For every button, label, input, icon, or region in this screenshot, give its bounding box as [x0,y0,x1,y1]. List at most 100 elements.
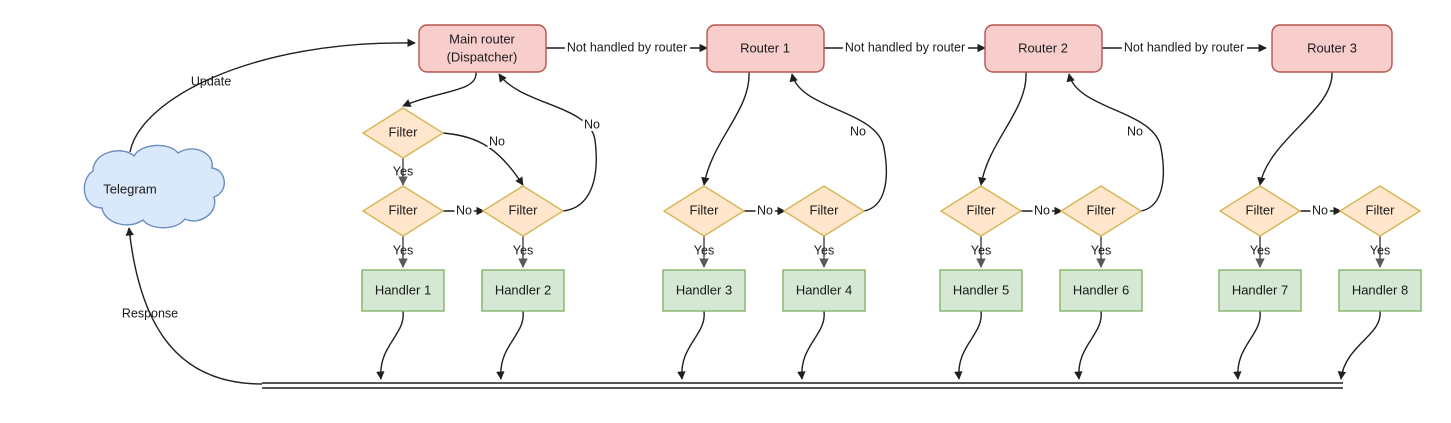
telegram-cloud-label: Telegram [103,181,156,196]
node-filter-3[interactable]: Filter [481,185,565,237]
edge-label-no-c: No [584,117,600,131]
main-router-box [418,24,547,73]
node-filter-7[interactable]: Filter [1059,185,1143,237]
filter-8-label: Filter [1246,202,1276,217]
edge-handler8-to-bus [1337,310,1381,380]
edge-label-yes-9: Yes [1370,243,1390,257]
edge-label-not-handled-3: Not handled by router [1124,40,1244,54]
edge-label-yes-7: Yes [1091,243,1111,257]
node-filter-8[interactable]: Filter [1218,185,1302,237]
edge-update [129,38,416,153]
edge-label-no-h: No [1312,203,1328,217]
edge-router3-to-filter8 [1257,71,1333,186]
node-router-1[interactable]: Router 1 [706,24,825,73]
node-filter-6[interactable]: Filter [939,185,1023,237]
edge-router2-to-filter6 [978,71,1027,186]
edge-label-no-f: No [1034,203,1050,217]
handler-8-label: Handler 8 [1352,282,1408,297]
router-2-box [984,24,1103,73]
edge-label-no-g: No [1127,124,1143,138]
edge-label-not-handled-1: Not handled by router [567,40,687,54]
router-1-box [706,24,825,73]
node-handler-6[interactable]: Handler 6 [1059,269,1143,312]
node-filter-5[interactable]: Filter [782,185,866,237]
main-router-label-line1: Main router [449,31,515,46]
edge-response [125,227,263,385]
filter-5-label: Filter [810,202,840,217]
cloud-shape [83,144,225,229]
node-router-2[interactable]: Router 2 [984,24,1103,73]
edge-label-response: Response [122,306,178,320]
handler-7-box [1218,269,1302,312]
handler-5-label: Handler 5 [953,282,1009,297]
edge-handler5-to-bus [954,310,982,380]
node-filter-9[interactable]: Filter [1338,185,1422,237]
filter-2-label: Filter [389,202,419,217]
filter-8-diamond [1218,185,1302,237]
node-handler-5[interactable]: Handler 5 [939,269,1023,312]
handler-2-box [481,269,565,312]
node-filter-2[interactable]: Filter [361,185,445,237]
edge-router1-to-filter4 [701,71,750,186]
edge-label-yes-8: Yes [1250,243,1270,257]
filter-9-diamond [1338,185,1422,237]
filter-5-diamond [782,185,866,237]
handler-6-box [1059,269,1143,312]
node-filter-4[interactable]: Filter [662,185,746,237]
filter-2-diamond [361,185,445,237]
node-handler-7[interactable]: Handler 7 [1218,269,1302,312]
edge-handler4-to-bus [797,310,825,380]
edge-mainrouter-to-filter1 [402,71,477,107]
handler-4-label: Handler 4 [796,282,852,297]
edge-handler1-to-bus [376,310,404,380]
node-handler-8[interactable]: Handler 8 [1338,269,1422,312]
handler-3-box [662,269,746,312]
edge-label-update: Update [191,74,231,88]
node-handler-4[interactable]: Handler 4 [782,269,866,312]
router-2-label: Router 2 [1018,40,1068,55]
filter-7-diamond [1059,185,1143,237]
edge-label-yes-4: Yes [694,243,714,257]
edge-label-no-b: No [456,203,472,217]
handler-2-label: Handler 2 [495,282,551,297]
node-main-router[interactable]: Main router (Dispatcher) [418,24,547,73]
edge-label-yes-3: Yes [513,243,533,257]
handler-7-label: Handler 7 [1232,282,1288,297]
handler-3-label: Handler 3 [676,282,732,297]
filter-6-label: Filter [967,202,997,217]
filter-1-label: Filter [389,124,419,139]
edge-label-not-handled-2: Not handled by router [845,40,965,54]
edge-handler7-to-bus [1233,310,1261,380]
edge-label-no-e: No [850,124,866,138]
edge-filter3-no-to-mainrouter [498,73,597,212]
filter-1-diamond [361,107,445,159]
node-filter-1[interactable]: Filter [361,107,445,159]
edge-filter1-no [442,132,524,186]
node-handler-2[interactable]: Handler 2 [481,269,565,312]
handler-5-box [939,269,1023,312]
edge-filter5-no-to-router1 [789,73,887,212]
filter-4-label: Filter [690,202,720,217]
handler-4-box [782,269,866,312]
node-handler-1[interactable]: Handler 1 [361,269,445,312]
filter-7-label: Filter [1087,202,1117,217]
handler-8-box [1338,269,1422,312]
node-handler-3[interactable]: Handler 3 [662,269,746,312]
router-1-label: Router 1 [740,40,790,55]
handler-6-label: Handler 6 [1073,282,1129,297]
router-3-box [1271,24,1393,73]
handler-1-label: Handler 1 [375,282,431,297]
edge-label-no-a: No [489,134,505,148]
edge-handler2-to-bus [496,310,524,380]
filter-3-diamond [481,185,565,237]
router-3-label: Router 3 [1307,40,1357,55]
filter-9-label: Filter [1366,202,1396,217]
filter-6-diamond [939,185,1023,237]
node-router-3[interactable]: Router 3 [1271,24,1393,73]
edge-filter7-no-to-router2 [1066,73,1164,212]
edge-label-yes-5: Yes [814,243,834,257]
edge-handler6-to-bus [1074,310,1102,380]
telegram-cloud-node[interactable]: Telegram [83,144,225,229]
